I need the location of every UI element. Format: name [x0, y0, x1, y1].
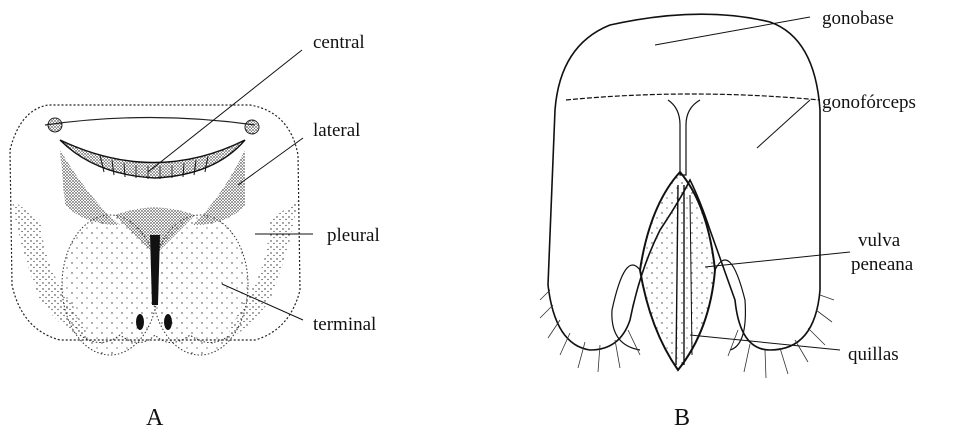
label-vulva-line1: vulva — [858, 231, 900, 250]
label-gonobase: gonobase — [822, 9, 894, 28]
panel-letter-a: A — [146, 406, 163, 430]
stem-base-left — [136, 314, 144, 330]
label-central: central — [313, 33, 365, 52]
right-knob — [245, 120, 259, 134]
label-gonoforceps: gonofórceps — [822, 93, 916, 112]
label-terminal: terminal — [313, 315, 376, 334]
left-knob — [48, 118, 62, 132]
terminal-lobe-right — [152, 215, 248, 355]
label-vulva-line2: peneana — [851, 255, 913, 274]
label-pleural: pleural — [327, 226, 380, 245]
stem-base-right — [164, 314, 172, 330]
panel-b-drawing — [540, 14, 834, 378]
label-quillas: quillas — [848, 345, 899, 364]
terminal-lobe-left — [62, 215, 158, 355]
panel-letter-b: B — [674, 406, 690, 430]
label-lateral: lateral — [313, 121, 360, 140]
panel-a-drawing — [10, 105, 300, 355]
